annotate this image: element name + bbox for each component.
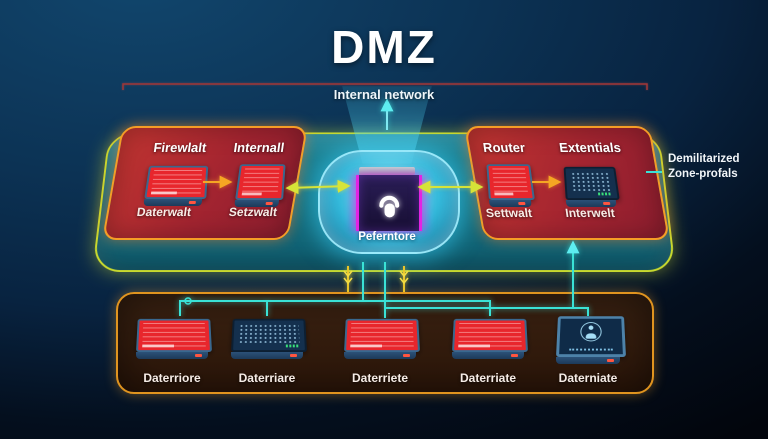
device-screen: [235, 164, 286, 200]
side-note-line2: Zone-profals: [668, 167, 738, 180]
connector-chevrons: [343, 270, 409, 285]
device-base: [452, 352, 524, 359]
secure-node-screen: [356, 175, 422, 231]
internal-device: [234, 160, 286, 207]
bottom-device-1: [136, 315, 212, 359]
monitor-screen: [556, 316, 626, 357]
device-screen: [144, 165, 209, 199]
bottom-device-5-label: Daterniate: [558, 371, 618, 385]
bottom-device-1-label: Daterriore: [143, 371, 201, 385]
bottom-device-4-label: Daterriate: [459, 371, 517, 385]
device-base: [556, 357, 620, 364]
user-icon: [580, 322, 602, 342]
side-note-dash: [646, 171, 662, 173]
device-base: [231, 352, 303, 359]
device-base: [344, 352, 416, 359]
bottom-device-2-label: Daterriare: [238, 371, 296, 385]
device-screen: [452, 318, 528, 352]
device-base: [136, 352, 208, 359]
bottom-device-3: [344, 315, 420, 359]
device-caption-router: Settwalt: [485, 206, 533, 220]
page-title: DMZ: [331, 21, 437, 73]
device-caption-internal: Setzwalt: [228, 205, 278, 219]
monitor-text-dots: [569, 348, 613, 351]
device-caption-firewall: Daterwalt: [136, 205, 192, 219]
device-name-firewall: Firewlalt: [152, 140, 208, 155]
device-name-externals: Extentials: [558, 140, 622, 155]
device-caption-externals: Interwelt: [564, 206, 616, 220]
switch-ports: [231, 318, 307, 352]
secure-node-label: Peferntore: [358, 231, 416, 243]
externals-switch-device: [562, 163, 620, 207]
device-name-router: Router: [481, 140, 526, 155]
device-name-internal: Internall: [232, 140, 286, 155]
bottom-device-3-label: Daterriete: [351, 371, 409, 385]
padlock-icon: [379, 195, 400, 218]
device-screen: [486, 164, 535, 200]
switch-ports: [563, 166, 620, 200]
firewall-device: [143, 162, 209, 206]
device-screen: [344, 318, 420, 352]
router-device: [485, 160, 535, 207]
side-note: Demilitarized Zone-profals: [668, 152, 764, 182]
bottom-device-4: [452, 315, 528, 359]
secure-node-top-bar: [359, 167, 415, 175]
bottom-device-2: [231, 315, 307, 359]
device-screen: [136, 318, 212, 352]
internal-network-label: Internal network: [333, 87, 435, 102]
bottom-device-5: [556, 311, 626, 364]
side-note-line1: Demilitarized: [668, 153, 740, 165]
